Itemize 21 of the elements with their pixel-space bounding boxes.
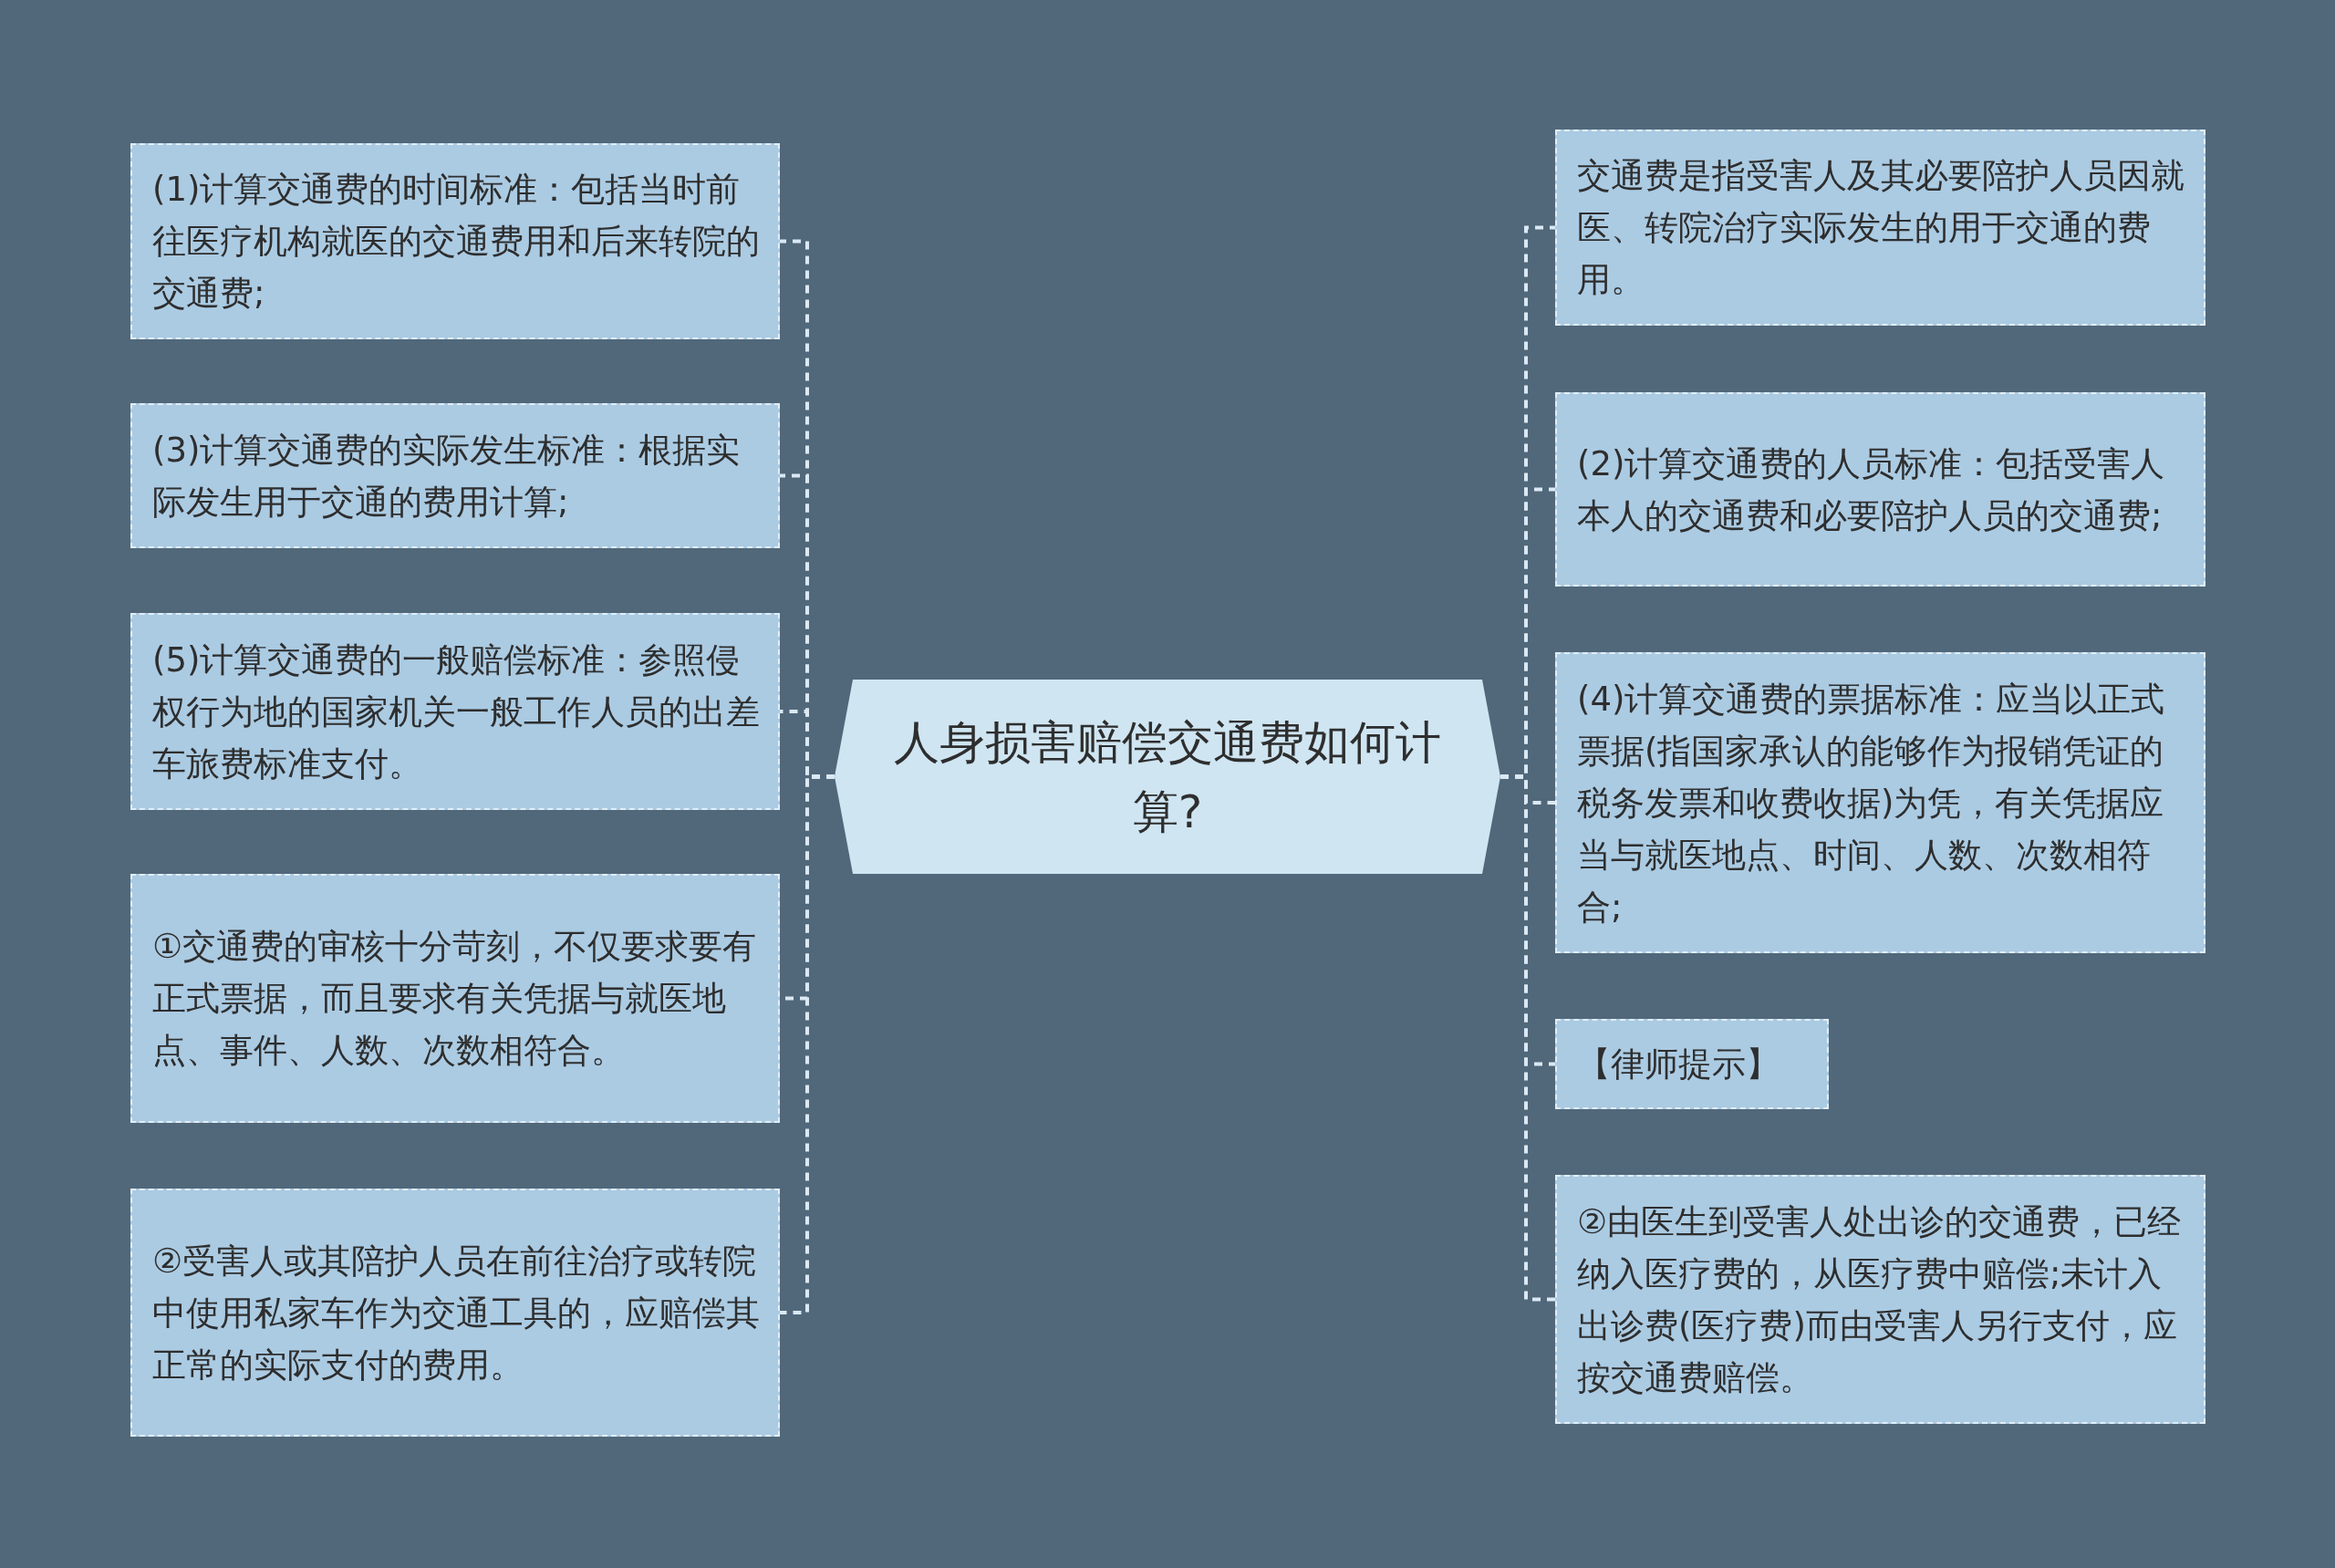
note-text: 交通费是指受害人及其必要陪护人员因就医、转院治疗实际发生的用于交通的费用。: [1577, 155, 2185, 301]
note-text: ①交通费的审核十分苛刻，不仅要求要有正式票据，而且要求有关凭据与就医地点、事件、人数、次数相符合。: [152, 926, 758, 1072]
note-text: ②受害人或其陪护人员在前往治疗或转院中使用私家车作为交通工具的，应赔偿其正常的实际支付的费用。: [152, 1240, 760, 1386]
note-text: (1)计算交通费的时间标准：包括当时前往医疗机构就医的交通费用和后来转院的交通费;: [152, 169, 760, 315]
note-card: [1555, 1175, 2205, 1424]
note-card: [130, 1189, 780, 1437]
note-text: (5)计算交通费的一般赔偿标准：参照侵权行为地的国家机关一般工作人员的出差车旅费标准支付。: [152, 639, 760, 785]
note-text: (3)计算交通费的实际发生标准：根据实际发生用于交通的费用计算;: [152, 429, 742, 524]
note-text: ②由医生到受害人处出诊的交通费，已经纳入医疗费的，从医疗费中赔偿;未计入出诊费(医疗费)而由受害人另行支付，应按交通费赔偿。: [1577, 1200, 2183, 1399]
note-card: [1555, 652, 2205, 953]
note-card: [1555, 1019, 1829, 1109]
note-card: [130, 613, 780, 810]
note-text: 【律师提示】: [1577, 1044, 1780, 1085]
note-card: [130, 143, 780, 339]
note-card: [1555, 130, 2205, 326]
topic-title: 人身损害赔偿交通费如何计算?: [893, 714, 1442, 840]
note-card: [130, 874, 780, 1123]
note-text: (4)计算交通费的票据标准：应当以正式票据(指国家承认的能够作为报销凭证的税务发票和收费收据)为凭，有关凭据应当与就医地点、时间、人数、次数相符合;: [1577, 678, 2166, 929]
note-text: (2)计算交通费的人员标准：包括受害人本人的交通费和必要陪护人员的交通费;: [1577, 442, 2166, 537]
note-card: [1555, 392, 2205, 587]
note-card: [130, 403, 780, 548]
